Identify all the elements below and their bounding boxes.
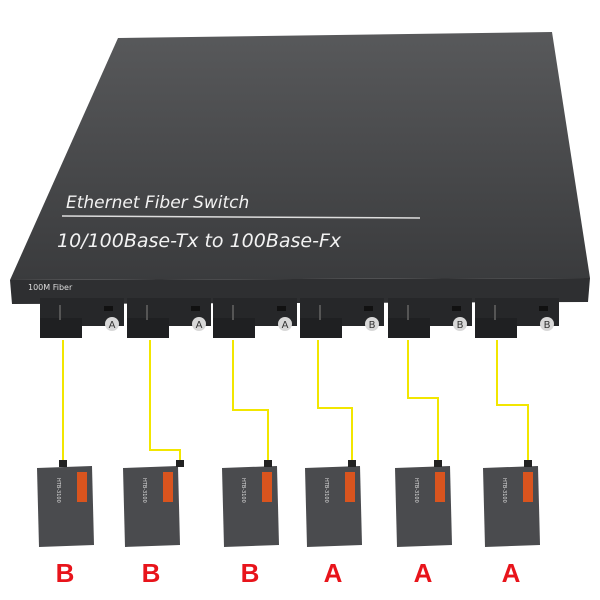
module-label: A: [324, 558, 343, 588]
fiber-cable: [149, 340, 181, 462]
module-model: HTB-3100: [413, 478, 419, 503]
module-model: HTB-3100: [240, 478, 246, 503]
module-model: HTB-3100: [55, 478, 61, 503]
fiber-cable: [317, 340, 353, 462]
port-letter: A: [109, 320, 116, 331]
port-letter: B: [544, 320, 551, 331]
module-model: HTB-3100: [141, 478, 147, 503]
fiber-port: B: [300, 298, 384, 338]
module-label: B: [56, 558, 75, 588]
fiber-cable: [407, 340, 439, 462]
switch-title: Ethernet Fiber Switch: [66, 193, 249, 213]
fiber-port: B: [475, 298, 559, 338]
port-letter: A: [282, 320, 289, 331]
port-letter: A: [196, 320, 203, 331]
fiber-port: A: [40, 298, 124, 338]
fiber-cable: [232, 340, 269, 462]
fiber-port: B: [388, 298, 472, 338]
fiber-cable: [496, 340, 529, 462]
module-model: HTB-3100: [501, 478, 507, 503]
switch-body: Ethernet Fiber Switch 10/100Base-Tx to 1…: [10, 32, 590, 304]
fiber-port: A: [213, 298, 297, 338]
module-label: B: [241, 558, 260, 588]
fiber-port: A: [127, 298, 211, 338]
module-label: A: [502, 558, 521, 588]
switch-subtitle: 10/100Base-Tx to 100Base-Fx: [57, 230, 342, 252]
module-label: B: [142, 558, 161, 588]
port-letter: B: [369, 320, 376, 331]
module-label: A: [414, 558, 433, 588]
port-label: 100M Fiber: [28, 283, 73, 292]
port-letter: B: [457, 320, 464, 331]
fiber-cables: [62, 340, 529, 465]
module-model: HTB-3100: [323, 478, 329, 503]
media-converters: HTB-3100BHTB-3100BHTB-3100BHTB-3100AHTB-…: [37, 460, 540, 588]
